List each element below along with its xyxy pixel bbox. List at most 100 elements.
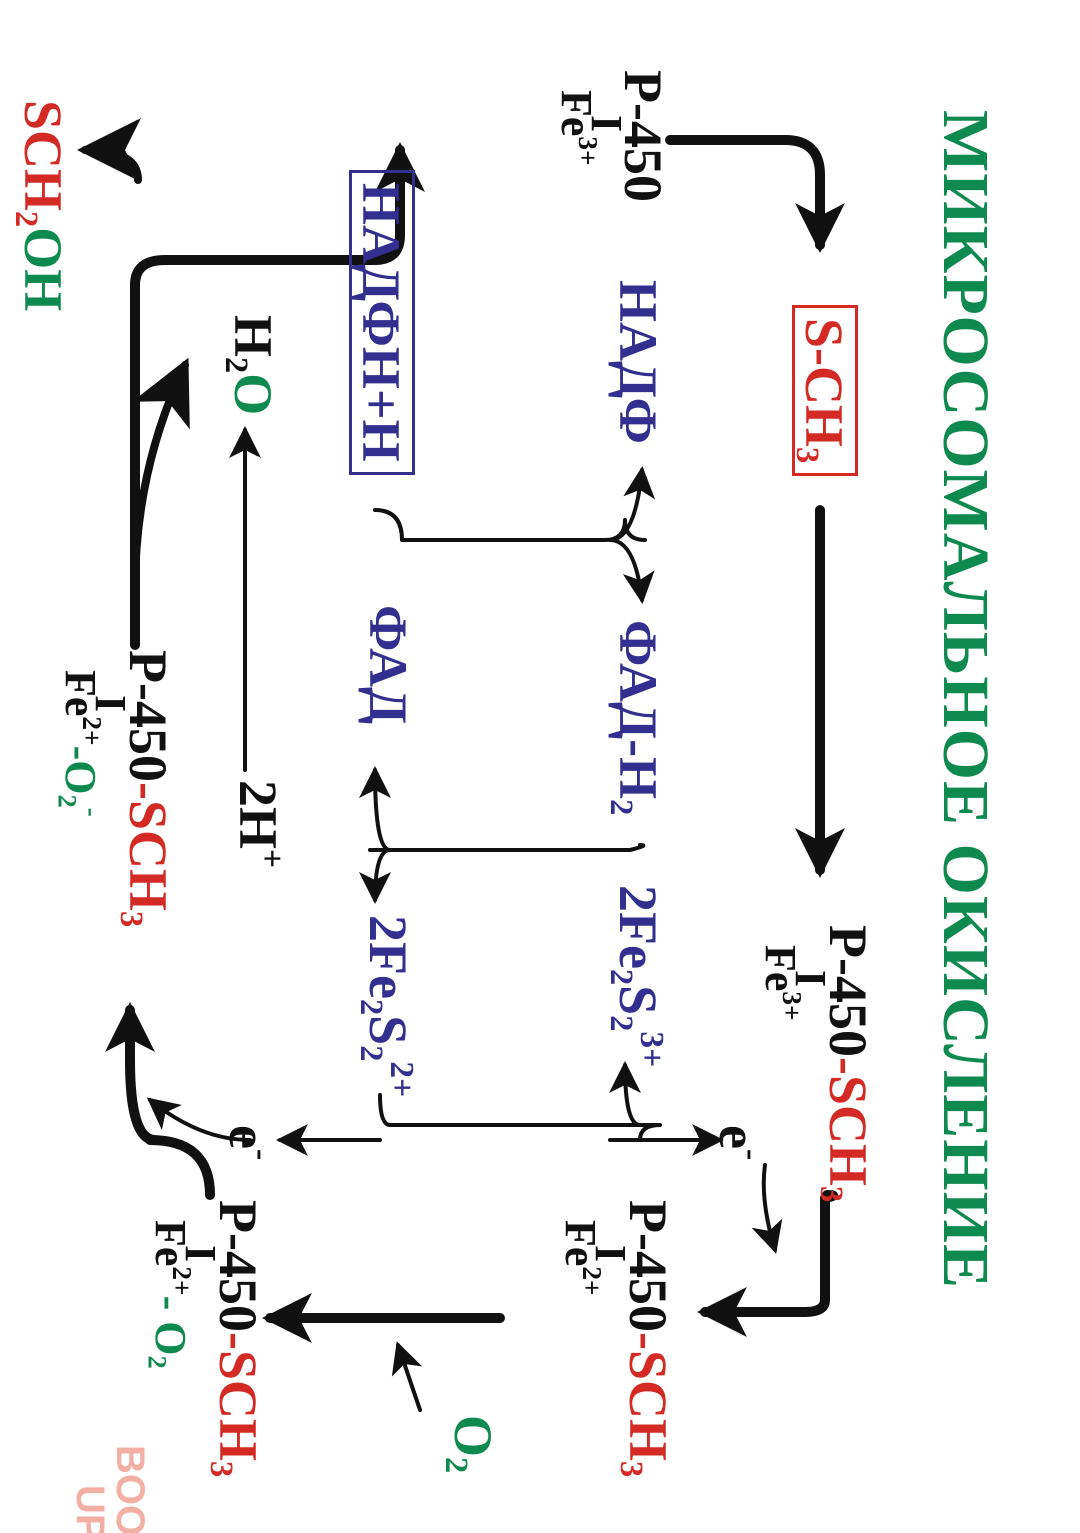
product-b: OH — [13, 227, 73, 312]
sch3-sub: 3 — [202, 1460, 239, 1478]
branch-fadh2 — [368, 843, 646, 852]
o-sub: 2 — [437, 1457, 474, 1474]
arrow-complex-to-reduced — [696, 1190, 838, 1337]
fe-label: Fe — [552, 90, 601, 137]
fes-s2: 2 — [352, 1045, 389, 1062]
sch3-sub: 3 — [612, 1460, 649, 1478]
arrow-fes-to-fes-ox — [609, 1061, 642, 1127]
arrow-fadh2-to-fes-red — [359, 848, 392, 904]
page-title: МИКРОСОМАЛЬНОЕ ОКИСЛЕНИЕ — [929, 110, 1002, 1289]
complex-o2: P-450-SCH3 — [203, 1200, 268, 1477]
fadh2: ФАД-Н2 — [603, 620, 668, 815]
arrow-o2-to-superoxide — [105, 1001, 215, 1200]
o-sub: 2 — [142, 1355, 173, 1369]
complex-o2-iron: Fe2+- O2 — [143, 1220, 197, 1369]
fe-charge: 2+ — [76, 716, 107, 746]
o2-input: O2 — [438, 1415, 503, 1473]
complex-fe3-iron: Fe3+ — [756, 945, 807, 1021]
protons-sup: + — [252, 849, 290, 869]
fe-label: Fe — [756, 945, 805, 992]
arrow-to-product — [77, 118, 142, 184]
fe-label: Fe — [56, 670, 105, 717]
superoxide-ligand: -O2- — [52, 746, 107, 817]
fe-charge: 2+ — [576, 1266, 607, 1296]
complex-superoxide: P-450-SCH3 — [113, 650, 178, 927]
nadp: НАДФ — [608, 280, 668, 444]
electron-bar: - — [732, 1148, 770, 1161]
fes-charge: 2+ — [382, 1061, 420, 1098]
arrow-fadh2-to-fad — [359, 766, 392, 852]
p450-label: P-450 — [613, 70, 673, 202]
sch3-group: -SCH3 — [203, 1331, 268, 1477]
fadh2-sub: 2 — [602, 799, 639, 816]
sch3-label: -SCH — [818, 1056, 878, 1186]
complex-fe3: P-450-SCH3 — [813, 925, 878, 1202]
fadh2-label: ФАД-Н — [608, 620, 668, 800]
fes-s1: 2 — [352, 998, 389, 1016]
fes-s1: 2 — [602, 968, 639, 986]
fe-label: Fe — [146, 1220, 195, 1267]
water-o: O — [223, 373, 283, 416]
branch-fes — [378, 1093, 662, 1142]
fe3-label: Fe3+ — [552, 90, 603, 166]
fad: ФАД — [358, 605, 418, 725]
fe-charge: 3+ — [572, 136, 603, 166]
p450-fe3: P-450 — [613, 70, 673, 202]
protons-label: 2H — [228, 780, 288, 850]
arrow-e-bottom-to-superoxide — [146, 1097, 252, 1142]
fes-b: S — [608, 985, 668, 1016]
o-label: O — [146, 1321, 195, 1356]
sch3-label: -SCH — [208, 1331, 268, 1461]
nadph-box: НАДФН+Н — [349, 170, 415, 475]
electron-bar: - — [242, 1148, 280, 1161]
arrow-to-water — [131, 357, 190, 594]
arrow-nadph-to-nadp — [608, 466, 656, 542]
p450-label: P-450 — [208, 1200, 268, 1332]
product-sub: 2 — [7, 211, 44, 228]
substrate-box: S-CH3 — [788, 305, 858, 477]
p450-label: P-450 — [118, 650, 178, 782]
fes-a: 2Fe — [608, 885, 668, 969]
arrow-regeneration — [130, 141, 425, 650]
complex-superoxide-iron: Fe2+-O2- — [52, 670, 107, 817]
arrow-nadph-to-fadh2 — [608, 538, 655, 604]
complex-fe2-iron: Fe2+ — [556, 1220, 607, 1296]
electron-bottom: e- — [218, 1125, 280, 1160]
p450-label: P-450 — [818, 925, 878, 1057]
logo-line1: BOOK — [108, 1445, 152, 1533]
electron-label: e — [708, 1125, 768, 1149]
fes-s2: 2 — [602, 1015, 639, 1032]
fes-a: 2Fe — [358, 915, 418, 999]
water: H2O — [218, 315, 283, 416]
fe-charge: 3+ — [776, 991, 807, 1021]
substrate-label: S-CH — [794, 318, 854, 448]
electron-top: e- — [708, 1125, 770, 1160]
arrow-e-top-to-reduced — [751, 1163, 783, 1254]
o-label: O — [443, 1415, 503, 1458]
fe-label: Fe — [556, 1220, 605, 1267]
fes-charge: 3+ — [632, 1031, 670, 1068]
logo-line2: UP — [68, 1485, 112, 1533]
sch3-label: -SCH — [618, 1331, 678, 1461]
sch3-label: -SCH — [118, 781, 178, 911]
fes-b: S — [358, 1015, 418, 1046]
sch3-sub: 3 — [112, 910, 149, 928]
product-a: SCH — [13, 100, 73, 212]
complex-fe2: P-450-SCH3 — [613, 1200, 678, 1477]
fes-oxidized: 2Fe2S23+ — [603, 885, 670, 1067]
protons: 2H+ — [228, 780, 290, 868]
substrate-sub: 3 — [788, 447, 825, 464]
o-sub: 2 — [52, 794, 83, 808]
sch3-group: -SCH3 — [613, 1331, 678, 1477]
p450-label: P-450 — [618, 1200, 678, 1332]
water-sub: 2 — [217, 357, 254, 374]
minus-label: - — [76, 807, 107, 817]
fe-charge: 2+ — [166, 1266, 197, 1296]
dash-label: - — [146, 1295, 195, 1311]
branch-nadph — [373, 508, 647, 542]
sch3-group: -SCH3 — [113, 781, 178, 927]
